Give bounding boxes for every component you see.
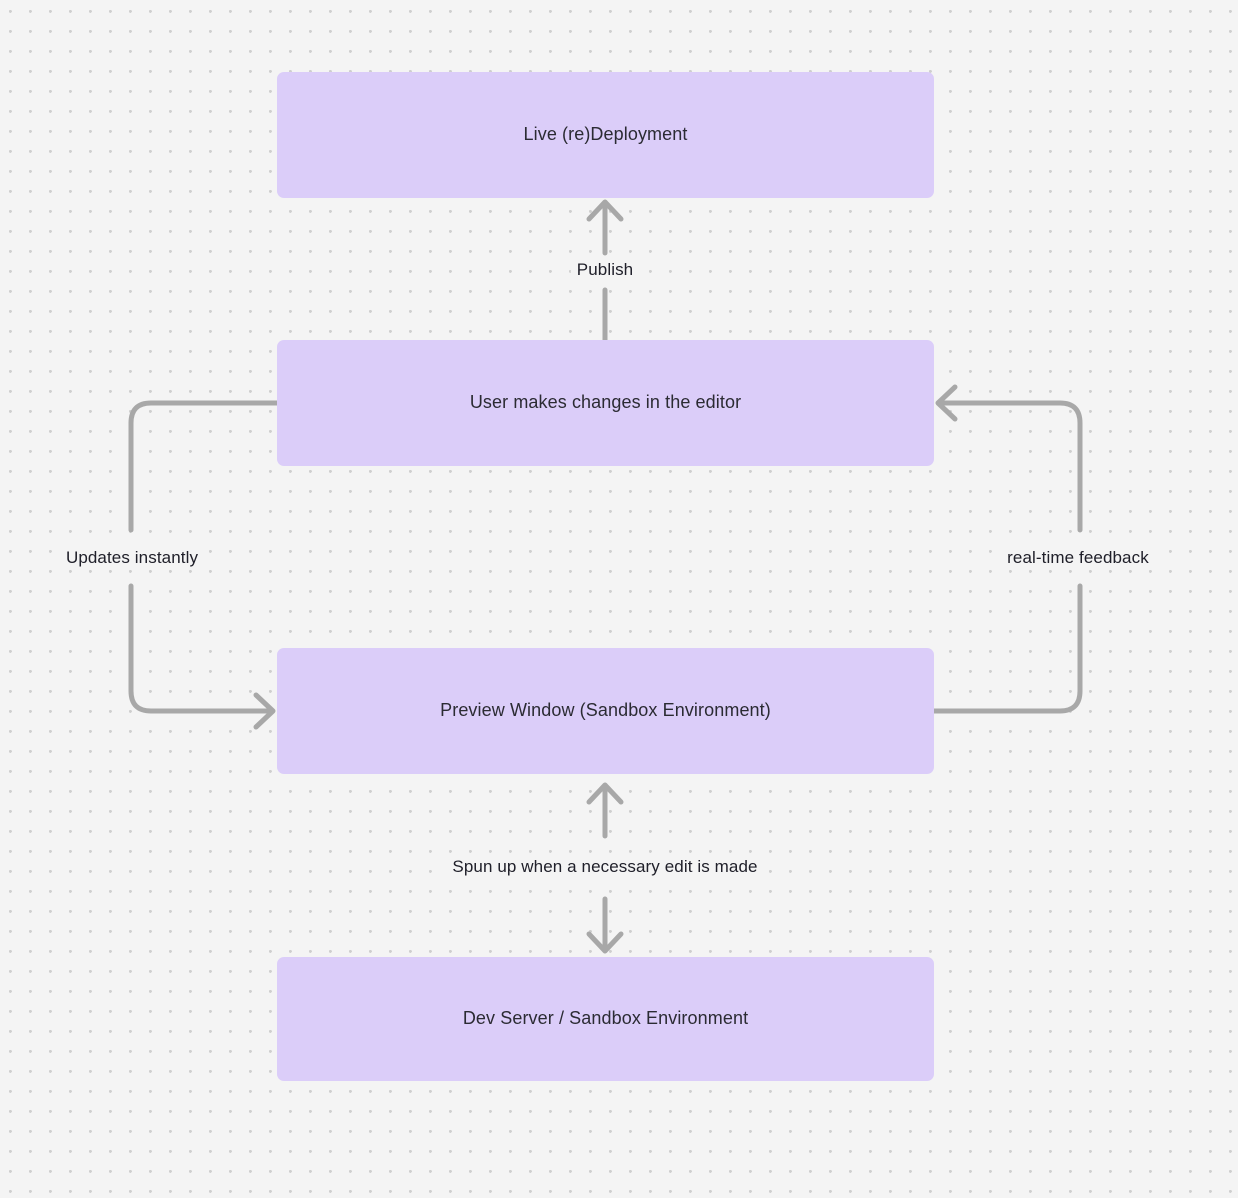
node-live-redeployment[interactable]: Live (re)Deployment (277, 72, 934, 198)
node-dev-server[interactable]: Dev Server / Sandbox Environment (277, 957, 934, 1081)
node-live-redeployment-label: Live (re)Deployment (523, 124, 688, 145)
node-dev-server-label: Dev Server / Sandbox Environment (462, 1008, 749, 1029)
edge-label-real-time-feedback: real-time feedback (1001, 546, 1155, 570)
node-user-makes-changes[interactable]: User makes changes in the editor (277, 340, 934, 466)
edge-label-publish: Publish (570, 258, 640, 282)
node-preview-window[interactable]: Preview Window (Sandbox Environment) (277, 648, 934, 774)
node-user-makes-changes-label: User makes changes in the editor (469, 392, 742, 413)
edge-label-spun-up: Spun up when a necessary edit is made (446, 855, 764, 879)
edge-label-updates-instantly: Updates instantly (59, 546, 205, 570)
node-preview-window-label: Preview Window (Sandbox Environment) (440, 700, 771, 721)
